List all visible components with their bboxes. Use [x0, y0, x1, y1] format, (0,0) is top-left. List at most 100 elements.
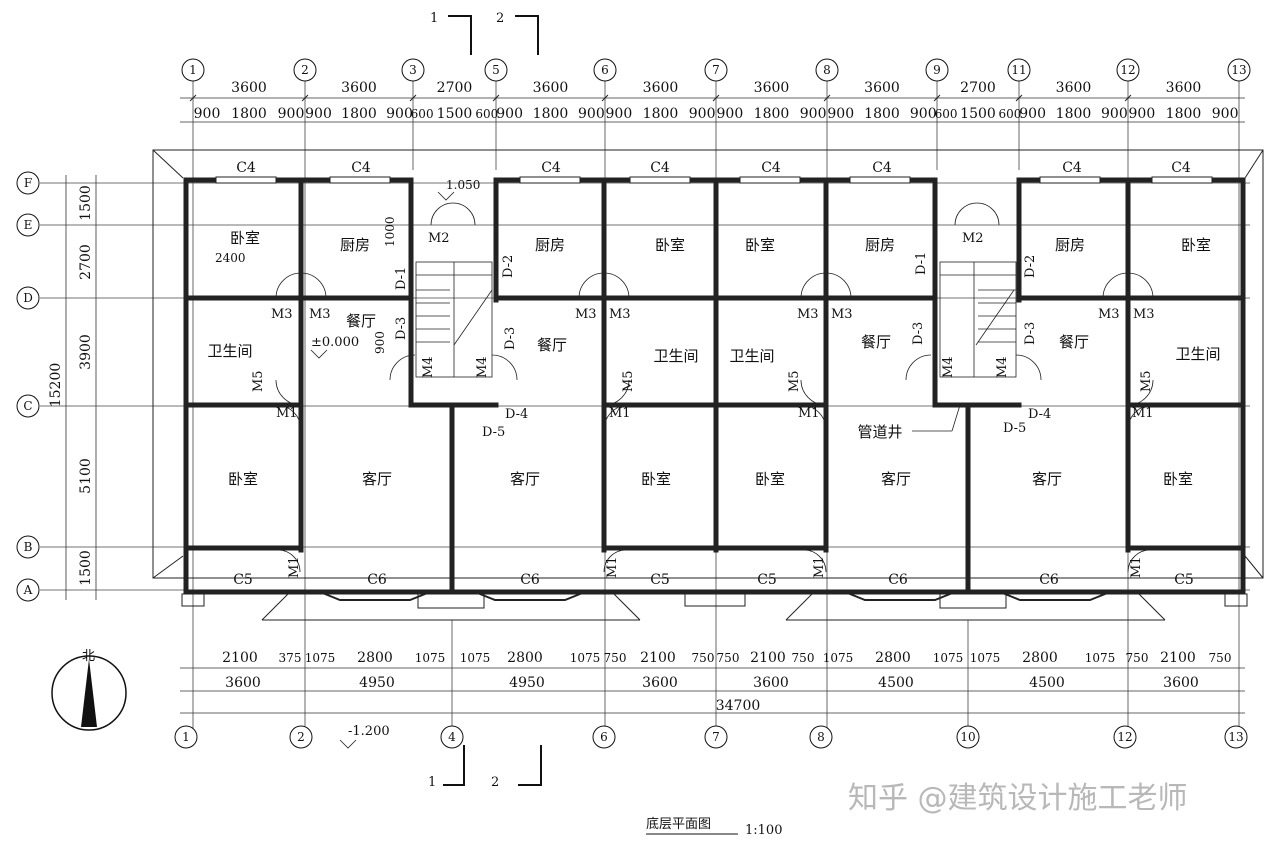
axis-marker-circle [289, 725, 313, 749]
axis-marker: 1 [181, 58, 205, 82]
dimension-text: 1800 [231, 106, 267, 122]
dimension-text: 750 [792, 651, 815, 665]
dimension-text: 1500 [78, 185, 94, 221]
label-m1: M1 [1132, 406, 1154, 421]
label-m4: M4 [475, 356, 490, 378]
north-arrow [51, 655, 127, 731]
dimension-tick [409, 94, 417, 102]
dimension-tick [823, 94, 831, 102]
label-m1: M1 [605, 556, 620, 578]
label-d1: D-1 [914, 252, 929, 275]
axis-marker-label: 10 [960, 730, 975, 744]
dimension-text: 900 [194, 106, 221, 122]
axis-marker-label: F [24, 176, 32, 190]
dimension-text: 900 [910, 106, 937, 122]
section-cut-2-label: 2 [496, 11, 504, 26]
dimension-text: 1500 [437, 106, 473, 122]
axis-marker-label: A [23, 583, 33, 597]
label-m4: M4 [941, 356, 956, 378]
window-label: C4 [236, 160, 256, 176]
dimension-text: 3600 [1163, 675, 1199, 691]
dimension-text: 1075 [1085, 651, 1116, 665]
label-m5: M5 [621, 370, 636, 392]
axis-marker-circle [1113, 725, 1137, 749]
axis-marker-label: 13 [1231, 63, 1246, 77]
dimension-text: 4500 [878, 675, 914, 691]
axis-marker-label: 7 [712, 63, 720, 77]
dimension-text: 2800 [507, 650, 543, 666]
dimension-text: 900 [1212, 106, 1239, 122]
label-m1: M1 [287, 556, 302, 578]
label-d4: D-4 [1028, 407, 1051, 422]
axis-marker-circle [293, 58, 317, 82]
axis-marker-circle [815, 58, 839, 82]
label-m4: M4 [421, 356, 436, 378]
label-d2: D-2 [1023, 255, 1038, 278]
dimension-text: 900 [386, 106, 413, 122]
dimension-text: 600 [999, 107, 1022, 121]
label-m2: M2 [428, 231, 450, 246]
dimension-text: 4500 [1029, 675, 1065, 691]
axis-marker-label: 1 [189, 63, 197, 77]
axis-marker-circle [592, 725, 616, 749]
axis-marker-label: 9 [933, 63, 941, 77]
axis-marker-circle [401, 58, 425, 82]
window-label: C5 [1174, 572, 1194, 588]
section-cut-1-label: 1 [430, 11, 438, 26]
axis-marker-circle [16, 213, 40, 237]
dimension-text: 1800 [533, 106, 569, 122]
dimension-text: 900 [1129, 106, 1156, 122]
dimension-text: 2100 [640, 650, 676, 666]
room-living: 客厅 [362, 470, 392, 488]
dimension-text: 2700 [78, 244, 94, 280]
axis-marker: 8 [809, 725, 833, 749]
room-bathroom: 卫生间 [207, 342, 252, 360]
label-d5: D-5 [482, 425, 505, 440]
axis-marker-label: 8 [823, 63, 831, 77]
axis-marker-circle [16, 578, 40, 602]
dimension-text: 900 [717, 106, 744, 122]
axis-marker-label: 3 [409, 63, 417, 77]
axis-marker: 13 [1224, 725, 1248, 749]
stair-right [939, 261, 1017, 378]
axis-marker: 2 [293, 58, 317, 82]
dimension-text: 375 [279, 651, 302, 665]
axis-marker: 8 [815, 58, 839, 82]
room-dining: 餐厅 [346, 312, 376, 330]
axis-marker: 10 [956, 725, 980, 749]
axis-marker-circle [704, 725, 728, 749]
dimension-text: 3600 [643, 80, 679, 96]
dimension-text: 750 [717, 651, 740, 665]
dimension-text: 1075 [415, 651, 446, 665]
label-m3: M3 [831, 307, 853, 322]
room-bedroom: 卧室 [1163, 470, 1193, 488]
dimension-text: 900 [1019, 106, 1046, 122]
axis-marker-circle [16, 171, 40, 195]
label-d3: D-3 [394, 317, 409, 340]
dimension-text: 3600 [642, 675, 678, 691]
axis-marker-circle [16, 535, 40, 559]
dimension-text: 900 [1101, 106, 1128, 122]
room-kitchen: 厨房 [865, 236, 895, 254]
axis-marker-label: 6 [601, 63, 609, 77]
axis-marker-circle [1227, 58, 1251, 82]
stair-level: 1.050 [446, 178, 480, 192]
drawing-title: 底层平面图 [646, 816, 711, 832]
section-cut-1-label: 1 [428, 775, 436, 790]
label-m1: M1 [812, 556, 827, 578]
room-kitchen: 厨房 [535, 236, 565, 254]
label-m3: M3 [1098, 307, 1120, 322]
walls [183, 177, 1246, 595]
dimension-tick [933, 94, 941, 102]
dimension-tick [712, 94, 720, 102]
axis-marker-circle [1116, 58, 1140, 82]
label-m3: M3 [309, 307, 331, 322]
axis-marker: D [16, 286, 40, 310]
dimension-tick [601, 94, 609, 102]
room-bedroom: 卧室 [228, 470, 258, 488]
axis-marker-label: 12 [1117, 730, 1132, 744]
room-bedroom: 卧室 [655, 236, 685, 254]
window-label: C5 [757, 572, 777, 588]
